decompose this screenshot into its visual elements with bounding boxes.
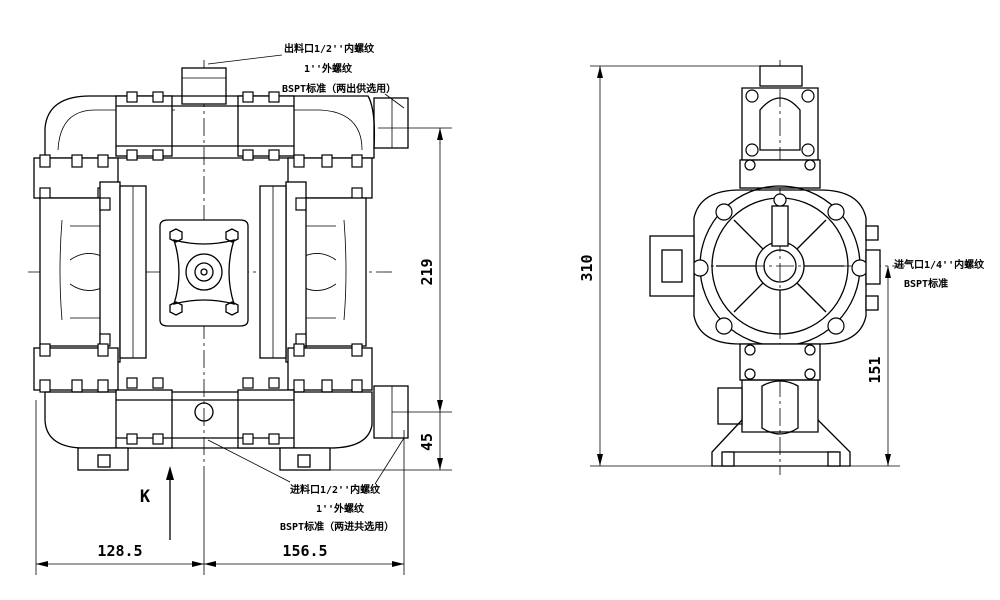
- dim-310-label: 310: [578, 254, 596, 281]
- dim-219-label: 219: [418, 258, 436, 285]
- dim-219: 219: [378, 127, 452, 413]
- air-note: 进气口1/4''内螺纹 BSPT标准: [894, 258, 985, 290]
- dim-151-label: 151: [866, 356, 884, 383]
- dim-horizontal: 128.5 156.5: [35, 400, 405, 575]
- bottom-flange-bolts: [126, 377, 280, 445]
- side-inlet-port: [717, 387, 743, 425]
- center-air-block: [159, 219, 249, 327]
- inlet-note-line3: BSPT标准（两进共选用）: [280, 520, 394, 533]
- top-flange-bolts: [126, 91, 280, 161]
- outlet-note-line2: 1''外螺纹: [304, 62, 353, 75]
- outlet-note-line3: BSPT标准（两出供选用）: [282, 82, 396, 95]
- lower-side-bolts: [39, 343, 363, 393]
- dim-156-5-label: 156.5: [282, 542, 327, 560]
- side-stand: [711, 419, 851, 467]
- inlet-port-circle: [194, 402, 214, 422]
- dim-310: 310: [578, 65, 760, 467]
- outlet-note: 出料口1/2''内螺纹 1''外螺纹 BSPT标准（两出供选用）: [207, 42, 405, 109]
- side-view: 310 151 进气口1/4''内螺纹 BSPT标准: [578, 60, 985, 475]
- air-note-line1: 进气口1/4''内螺纹: [894, 258, 985, 271]
- inlet-note-line1: 进料口1/2''内螺纹: [290, 483, 381, 496]
- inlet-note-line2: 1''外螺纹: [316, 502, 365, 515]
- view-k-arrow: K: [140, 466, 174, 540]
- side-top-port: [759, 65, 803, 87]
- view-k-label: K: [140, 487, 151, 507]
- dim-128-5-label: 128.5: [97, 542, 142, 560]
- front-view: 219 45 128.5 156.5 K: [28, 42, 452, 575]
- top-manifold: [44, 95, 376, 159]
- dim-45: 45: [330, 412, 452, 471]
- outlet-note-line1: 出料口1/2''内螺纹: [284, 42, 375, 55]
- inlet-note: 进料口1/2''内螺纹 1''外螺纹 BSPT标准（两进共选用）: [207, 437, 405, 533]
- side-housing-bolts: [691, 193, 869, 335]
- air-note-line2: BSPT标准: [904, 277, 948, 290]
- side-air-inlet: [865, 249, 881, 285]
- dim-45-label: 45: [418, 433, 436, 451]
- dim-151: 151: [850, 266, 900, 467]
